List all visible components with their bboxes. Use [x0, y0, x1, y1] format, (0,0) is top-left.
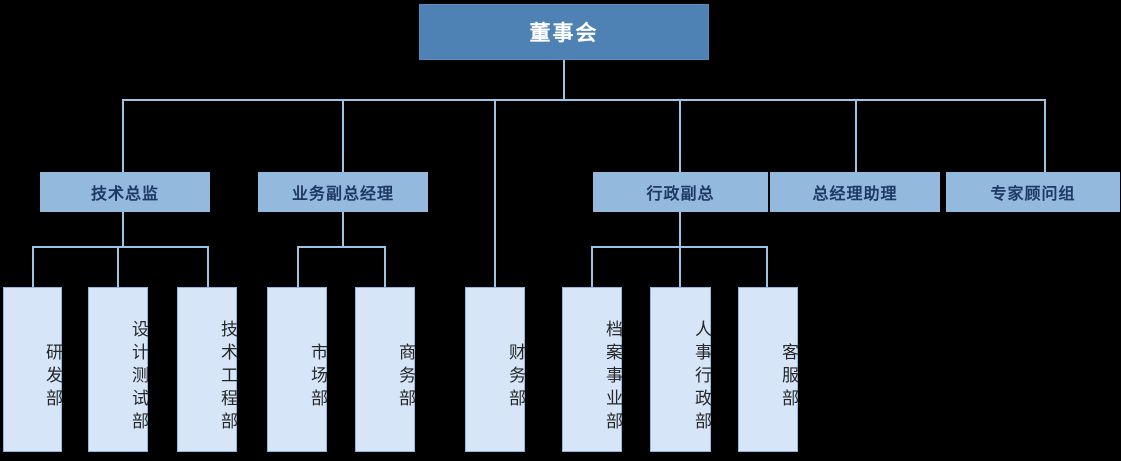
node-gm-assistant[interactable]: 总经理助理	[770, 172, 940, 212]
node-tech-engineering-dept[interactable]: 技术工程部	[177, 287, 237, 452]
node-design-test-dept[interactable]: 设计测试部	[88, 287, 148, 452]
connector-bus-to-admin-vp	[679, 99, 681, 173]
connector-to-archive-dept	[591, 246, 593, 288]
connector-business-vp-bus	[297, 246, 386, 248]
connector-tech-director-bus	[32, 246, 209, 248]
node-board-of-directors[interactable]: 董事会	[419, 4, 709, 60]
connector-to-rd-dept	[32, 246, 34, 288]
connector-admin-vp-drop	[679, 212, 681, 248]
connector-to-commerce-dept	[384, 246, 386, 288]
connector-main-bus	[122, 99, 1046, 101]
connector-business-vp-drop	[342, 212, 344, 248]
connector-bus-to-business-vp	[342, 99, 344, 173]
node-rd-dept[interactable]: 研发部	[3, 287, 62, 452]
node-finance-dept[interactable]: 财务部	[465, 287, 525, 452]
connector-bus-to-gm-assistant	[855, 99, 857, 173]
connector-to-market-dept	[297, 246, 299, 288]
connector-to-hr-admin-dept	[679, 246, 681, 288]
node-admin-vp[interactable]: 行政副总	[593, 172, 768, 212]
connector-bus-to-tech-director	[122, 99, 124, 173]
connector-root-drop	[563, 60, 565, 101]
node-hr-admin-dept[interactable]: 人事行政部	[650, 287, 711, 452]
connector-tech-director-drop	[122, 212, 124, 248]
node-commerce-dept[interactable]: 商务部	[355, 287, 415, 452]
node-market-dept[interactable]: 市场部	[267, 287, 327, 452]
connector-to-service-dept	[766, 246, 768, 288]
connector-to-design-test-dept	[117, 246, 119, 288]
connector-to-tech-eng-dept	[207, 246, 209, 288]
node-customer-service-dept[interactable]: 客服部	[738, 287, 798, 452]
node-expert-advisory-group[interactable]: 专家顾问组	[946, 172, 1120, 212]
node-tech-director[interactable]: 技术总监	[40, 172, 210, 212]
node-archive-business-dept[interactable]: 档案事业部	[562, 287, 622, 452]
connector-bus-to-expert-group	[1044, 99, 1046, 173]
node-business-vp[interactable]: 业务副总经理	[258, 172, 428, 212]
connector-bus-to-finance-dept	[494, 99, 496, 288]
